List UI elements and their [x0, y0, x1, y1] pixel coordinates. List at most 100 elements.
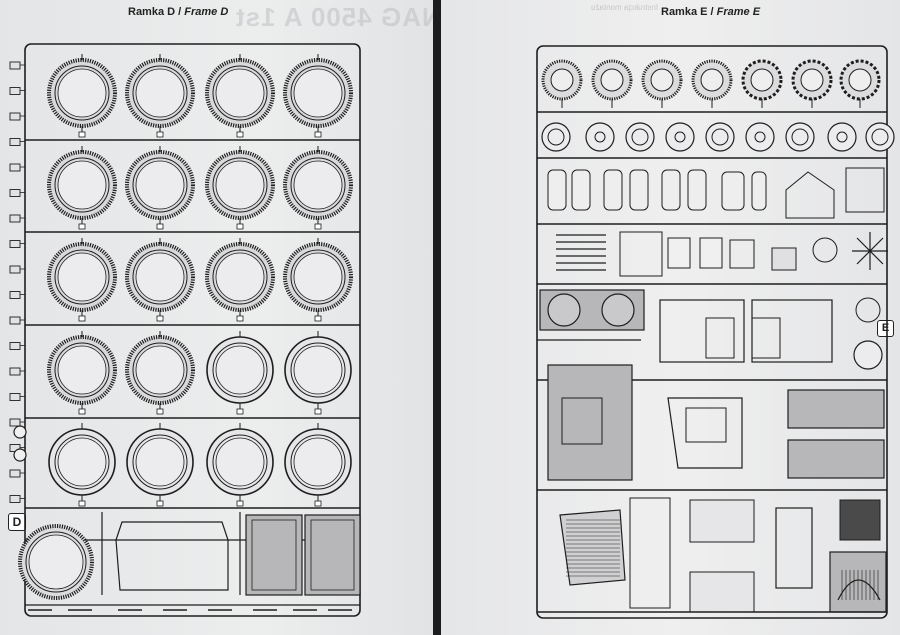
hub-part: [705, 122, 735, 152]
part-number-tag: [78, 500, 86, 507]
mount-part: [619, 231, 663, 277]
door-frame-part: [775, 507, 813, 589]
frame-part: [629, 497, 671, 609]
part-number-tag: [156, 223, 164, 230]
hub-part: [827, 122, 857, 152]
engine-block-part: [689, 499, 755, 543]
large-wheel-rim: [25, 531, 87, 593]
tire-hub: [135, 345, 185, 395]
hub-part-inner: [674, 131, 686, 143]
tire-hub: [135, 437, 185, 487]
flat-panel-part: [115, 521, 229, 591]
tire-hub: [57, 68, 107, 118]
tank-part: [687, 169, 707, 211]
frame-d-title-prefix: Ramka D /: [128, 6, 185, 18]
tire-hub: [57, 252, 107, 302]
part-number-tag: [236, 223, 244, 230]
engine-block-part: [689, 571, 755, 613]
frame-e-letter-badge: E: [877, 320, 894, 337]
tire-inner-rim: [212, 342, 268, 398]
part-number-tag: [236, 315, 244, 322]
hub-part: [585, 122, 615, 152]
spare-wheel-hub: [550, 68, 574, 92]
small-round-part: [13, 425, 27, 439]
small-part: [9, 240, 21, 248]
frame-e-outer-runner: [536, 45, 888, 619]
hood-hatch: [561, 397, 603, 445]
tank-part: [751, 171, 767, 211]
tire-inner-rim: [212, 157, 268, 213]
frame-e-title-prefix: Ramka E /: [661, 6, 717, 18]
part-number-tag: [236, 131, 244, 138]
part-number-tag: [156, 500, 164, 507]
tire-hub: [293, 252, 343, 302]
frame-d-title: Ramka D / Frame D: [128, 6, 228, 18]
frame-part: [667, 237, 691, 269]
tire-inner-rim: [54, 65, 110, 121]
part-number-tag: [156, 131, 164, 138]
frame-part: [699, 237, 723, 269]
hub-part: [865, 122, 895, 152]
part-number-tag: [236, 408, 244, 415]
drum-part: [601, 293, 635, 327]
tire-hub: [57, 437, 107, 487]
hub-part: [665, 122, 695, 152]
hub-part-inner: [594, 131, 606, 143]
small-part: [9, 418, 21, 427]
tire-hub: [293, 437, 343, 487]
part-number-tag: [156, 315, 164, 322]
small-part: [9, 138, 21, 146]
tire-hub: [57, 160, 107, 210]
tire-inner-rim: [290, 434, 346, 490]
round-part: [855, 297, 881, 323]
tire-hub: [135, 68, 185, 118]
tire-inner-rim: [132, 249, 188, 305]
book-gutter: [433, 0, 441, 635]
frame-e-title: Ramka E / Frame E: [661, 6, 760, 18]
hub-part: [785, 122, 815, 152]
hub-part-inner: [791, 128, 809, 146]
tank-part: [721, 171, 745, 211]
lamp-part: [812, 237, 838, 263]
part-number-tag: [78, 408, 86, 415]
spare-wheel-hub: [600, 68, 624, 92]
small-part: [9, 87, 21, 95]
tire-inner-rim: [132, 342, 188, 398]
gray-panel-inner: [310, 519, 355, 591]
frame-part: [845, 167, 885, 213]
dashboard-part: [667, 397, 743, 469]
tire-hub: [215, 160, 265, 210]
tire-hub: [57, 345, 107, 395]
gray-panel-part: [304, 514, 361, 596]
gray-panel-inner: [251, 519, 297, 591]
small-part: [9, 393, 21, 401]
hub-part-inner: [836, 131, 848, 143]
hub-part-inner: [754, 131, 766, 143]
hub-part-inner: [711, 128, 729, 146]
small-part: [9, 214, 21, 223]
tire-inner-rim: [132, 65, 188, 121]
spare-wheel-hub: [750, 68, 774, 92]
spare-wheel-hub: [800, 68, 824, 92]
door-part: [751, 317, 781, 359]
tank-part: [629, 169, 649, 211]
tire-hub: [215, 68, 265, 118]
tire-hub: [215, 345, 265, 395]
part-number-tag: [78, 315, 86, 322]
spare-wheel-hub: [650, 68, 674, 92]
tire-inner-rim: [212, 434, 268, 490]
small-part: [9, 291, 21, 299]
part-number-tag: [314, 500, 322, 507]
hub-part-inner: [631, 128, 649, 146]
small-part: [9, 367, 21, 376]
gray-plate-part: [787, 439, 885, 479]
small-part: [9, 495, 21, 503]
link-part: [729, 239, 755, 269]
part-number-tag: [156, 408, 164, 415]
tank-part: [603, 169, 623, 211]
spoke-part: [852, 232, 888, 270]
part-number-tag: [314, 131, 322, 138]
small-part: [9, 61, 21, 70]
part-number-tag: [314, 223, 322, 230]
